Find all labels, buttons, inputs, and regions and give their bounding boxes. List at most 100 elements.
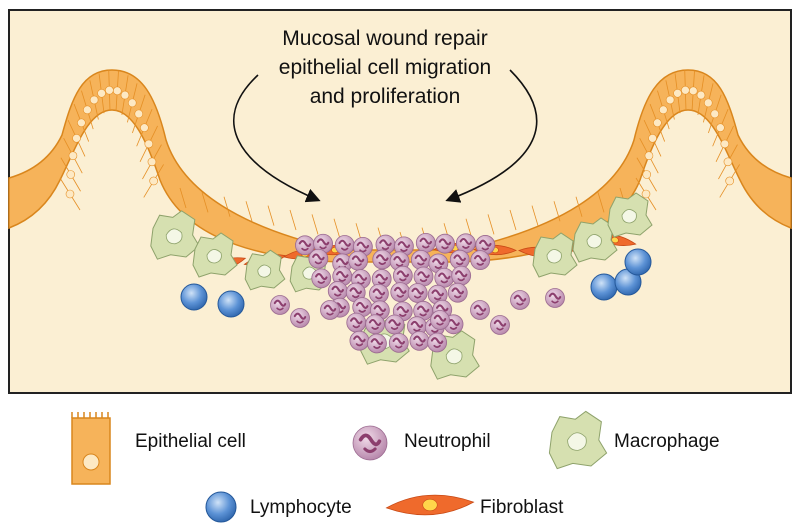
- neutrophil: [369, 283, 389, 304]
- neutrophil: [470, 300, 490, 320]
- epithelial-cell-border: [267, 205, 275, 226]
- neutrophil-cells: [270, 232, 565, 354]
- epithelial-cell-nucleus: [66, 170, 76, 179]
- diagram-title: Mucosal wound repair epithelial cell mig…: [279, 27, 491, 108]
- neutrophil: [449, 249, 470, 270]
- title-line-2: epithelial cell migration: [279, 56, 491, 79]
- epithelial-cell-nucleus: [641, 189, 651, 199]
- lymphocyte: [180, 283, 208, 311]
- neutrophil: [311, 268, 332, 289]
- epithelial-cell-nucleus: [665, 95, 675, 105]
- migration-arrows: [232, 69, 538, 203]
- neutrophil: [367, 333, 387, 354]
- lymphocyte: [217, 290, 245, 318]
- neutrophil: [384, 314, 405, 335]
- neutrophil: [295, 235, 315, 256]
- epithelial-cell-border: [597, 192, 605, 213]
- epithelial-cell-nucleus: [72, 133, 81, 143]
- neutrophil: [290, 308, 310, 328]
- legend-macrophage: Macrophage: [548, 410, 720, 470]
- epithelial-cell-border: [179, 187, 187, 209]
- neutrophil: [388, 332, 409, 353]
- epithelial-cell-nucleus: [696, 90, 706, 100]
- epithelial-cell-border: [509, 209, 517, 231]
- epithelial-cell-nucleus: [97, 88, 106, 98]
- epithelial-cell-nucleus: [83, 105, 92, 115]
- neutrophil: [490, 315, 510, 335]
- lymphocyte: [205, 491, 237, 523]
- epithelial-cell-nucleus: [648, 133, 657, 143]
- epithelial-cell-nucleus: [659, 105, 668, 115]
- epithelial-cell-nucleus: [716, 123, 725, 133]
- neutrophil: [308, 248, 329, 269]
- epithelial-cell-dividers: [59, 70, 740, 253]
- epithelial-cell-border: [311, 214, 319, 235]
- epithelial-cell-border: [575, 196, 583, 217]
- fibroblast: [385, 494, 475, 516]
- neutrophil: [410, 250, 431, 270]
- epithelial-cell-nucleus: [140, 123, 149, 133]
- neutrophil: [352, 425, 388, 461]
- epithelial-cell-border: [245, 201, 253, 222]
- epithelial-cell-nucleus: [144, 139, 154, 149]
- neutrophil: [334, 235, 355, 255]
- left-arrow: [232, 74, 321, 203]
- legend-label-epithelial-cell: Epithelial cell: [135, 431, 246, 452]
- neutrophil: [415, 232, 436, 253]
- epithelial-cell-nucleus: [89, 95, 99, 105]
- fibroblast-icon: [385, 494, 475, 516]
- legend-neutrophil: Neutrophil: [352, 425, 491, 461]
- legend: Epithelial cell Neutrophil Macrophage Ly…: [71, 410, 720, 523]
- epithelium-band: [8, 69, 792, 263]
- epithelial-cell-nucleus: [688, 86, 698, 96]
- neutrophil: [510, 290, 530, 310]
- title-line-1: Mucosal wound repair: [282, 27, 487, 50]
- legend-epithelial-cell: Epithelial cell: [71, 412, 246, 485]
- legend-label-fibroblast: Fibroblast: [480, 497, 564, 518]
- epithelium-layer: [8, 69, 792, 263]
- epithelial-cell-nucleus: [65, 189, 75, 199]
- neutrophil: [427, 284, 448, 305]
- neutrophil: [475, 235, 496, 255]
- epithelial-cell-nucleus: [105, 85, 114, 95]
- epithelial-cell-nucleus: [725, 176, 734, 186]
- neutrophil: [390, 282, 411, 303]
- neutrophil: [435, 233, 455, 254]
- epithelial-cell-border: [289, 209, 297, 231]
- macrophage: [192, 232, 238, 278]
- neutrophil: [346, 312, 367, 333]
- neutrophil: [545, 288, 565, 308]
- epithelial-cell-nucleus: [720, 139, 730, 149]
- macrophage: [607, 192, 653, 238]
- neutrophil: [345, 282, 366, 303]
- epithelial-cell-border: [487, 214, 495, 235]
- neutrophil: [372, 249, 393, 270]
- macrophage: [572, 217, 618, 263]
- lymphocyte-icon: [205, 491, 237, 523]
- lymphocyte: [624, 248, 652, 276]
- legend-lymphocyte: Lymphocyte: [205, 491, 352, 523]
- neutrophil: [451, 265, 472, 286]
- epithelial-cell-nucleus: [642, 170, 652, 179]
- epithelial-cell-nucleus: [149, 176, 158, 186]
- macrophage: [532, 232, 578, 278]
- legend-label-macrophage: Macrophage: [614, 431, 720, 452]
- neutrophil: [455, 233, 476, 254]
- neutrophil: [375, 234, 396, 255]
- legend-label-lymphocyte: Lymphocyte: [250, 497, 352, 518]
- epithelial-cell-nucleus: [644, 151, 654, 161]
- right-arrow: [445, 69, 538, 203]
- neutrophil: [394, 236, 414, 257]
- epithelial-cell-icon: [71, 412, 111, 485]
- neutrophil: [365, 314, 386, 335]
- epithelial-cell-nucleus: [134, 109, 144, 119]
- epithelial-cell-border: [201, 192, 209, 213]
- legend-label-neutrophil: Neutrophil: [404, 431, 491, 452]
- title-line-3: and proliferation: [310, 85, 461, 108]
- lymphocyte-cells: [180, 248, 652, 318]
- neutrophil: [270, 295, 290, 315]
- epithelial-cell-nucleus: [710, 109, 720, 119]
- epithelial-cell-nucleus: [77, 118, 86, 128]
- epithelial-cell-nucleus: [681, 85, 690, 95]
- epithelial-cell-border: [531, 205, 539, 226]
